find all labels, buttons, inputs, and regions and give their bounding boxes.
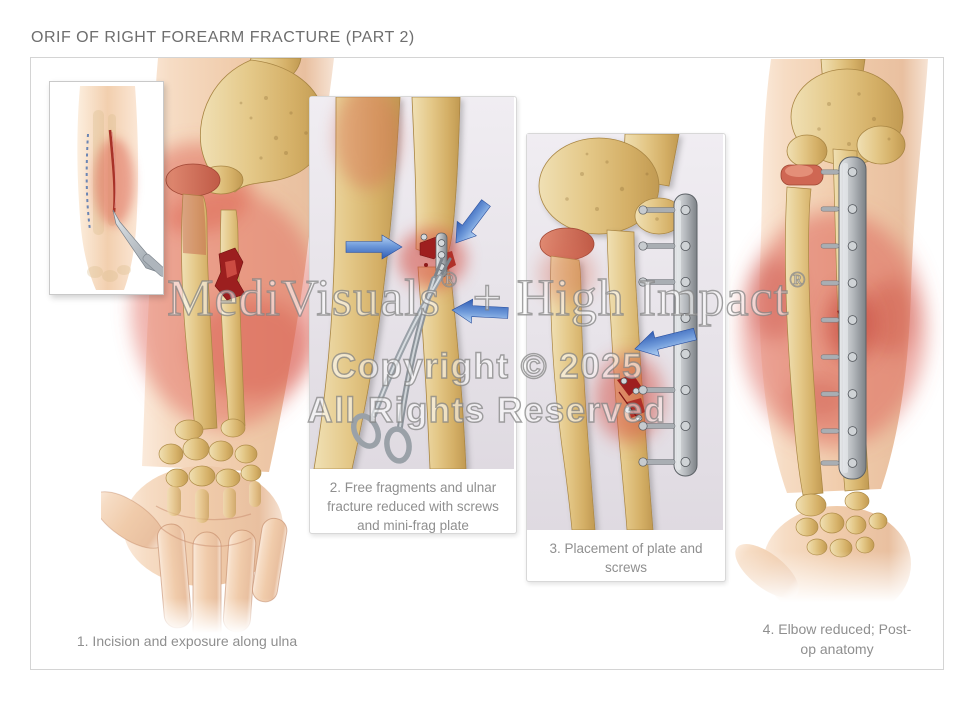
mini-frag-screws xyxy=(420,233,446,271)
fracture-inflammation xyxy=(398,229,466,289)
radius-red-tint xyxy=(334,97,402,189)
bone-texture xyxy=(239,96,308,160)
bottom-fade xyxy=(101,598,341,633)
incision-highlight xyxy=(111,131,117,209)
fracture-fragment xyxy=(225,260,237,278)
panel-1-arm-illustration xyxy=(101,58,341,633)
carpal-bones xyxy=(795,491,888,558)
panel-4-arm-illustration xyxy=(729,59,943,615)
panel-3-illustration xyxy=(527,134,723,530)
caption-step-2: 2. Free fragments and ulnar fracture red… xyxy=(327,480,499,534)
metacarpal-bones xyxy=(167,481,261,523)
panel-2-frame: 2. Free fragments and ulnar fracture red… xyxy=(309,96,517,534)
caption-step-1: 1. Incision and exposure along ulna xyxy=(76,633,298,649)
protruding-screws xyxy=(638,205,676,467)
radius-bone xyxy=(313,97,401,469)
panel-3-frame: 3. Placement of plate and screws xyxy=(526,133,726,582)
dislocated-radial-head xyxy=(165,163,221,197)
planned-incision-dashed-line xyxy=(85,133,91,231)
inset-incision-detail xyxy=(49,81,167,295)
arrow-left-icon xyxy=(634,327,697,357)
arrow-down-left-icon xyxy=(455,199,491,244)
fracture-inflammation xyxy=(595,354,663,442)
arrow-left-icon xyxy=(451,298,509,324)
bottom-fade xyxy=(729,551,943,615)
bone-texture xyxy=(565,152,659,221)
humerus-bone xyxy=(786,59,906,168)
carpal-bones xyxy=(158,418,262,488)
fracture-crack xyxy=(618,391,640,421)
incision-line xyxy=(108,129,116,213)
plate-screw-holes xyxy=(680,205,691,467)
arrow-right-icon xyxy=(345,234,403,260)
caption-step-4: 4. Elbow reduced; Post-op anatomy xyxy=(762,621,912,657)
radius-red-tint xyxy=(539,246,595,302)
humerus-bone xyxy=(538,134,684,235)
fracture-fragment-b xyxy=(627,398,645,418)
mini-frag-screws xyxy=(620,377,643,422)
radius-red-tint xyxy=(182,194,206,255)
plate-screws xyxy=(820,167,858,468)
page-title: ORIF OF RIGHT FOREARM FRACTURE (PART 2) xyxy=(31,29,415,46)
reduction-clamp xyxy=(350,257,452,464)
panel-2-illustration xyxy=(310,97,514,469)
radius-bone xyxy=(785,186,824,496)
fracture-bit xyxy=(424,263,428,267)
caption-step-3: 3. Placement of plate and screws xyxy=(549,541,703,576)
radius-bone xyxy=(181,193,218,431)
radial-head-highlight xyxy=(785,165,813,177)
bone-texture xyxy=(817,92,891,146)
inset-illustration xyxy=(77,86,167,290)
illustration-board: 1. Incision and exposure along ulna xyxy=(30,57,944,670)
